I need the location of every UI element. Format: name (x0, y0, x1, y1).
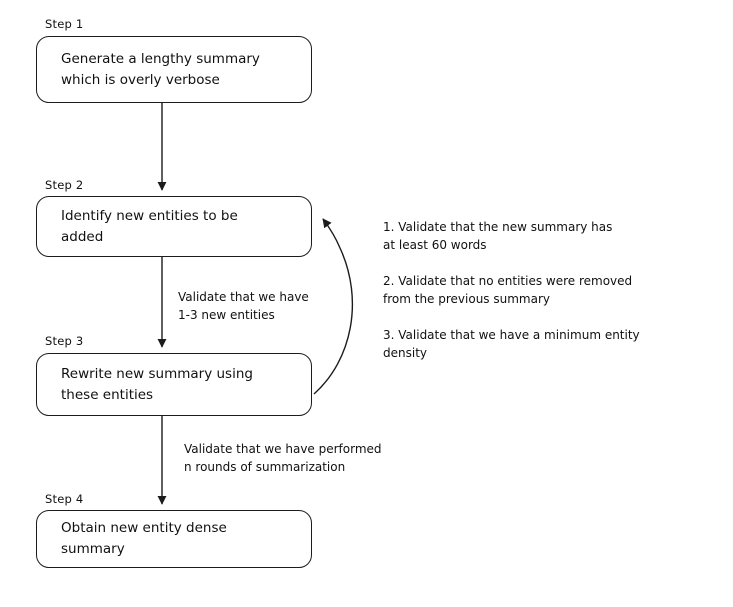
step-label-4: Step 4 (45, 492, 84, 506)
node-step-3[interactable]: Rewrite new summary using these entities (36, 353, 312, 416)
validation-item-2: 2. Validate that no entities were remove… (383, 274, 633, 306)
node-step-1-text: Generate a lengthy summary which is over… (61, 50, 260, 88)
node-step-2[interactable]: Identify new entities to be added (36, 196, 312, 257)
node-step-2-text: Identify new entities to be added (61, 207, 238, 245)
edge-label-step2-step3: Validate that we have 1-3 new entities (178, 290, 309, 322)
validation-item-1: 1. Validate that the new summary has at … (383, 220, 613, 252)
node-step-4[interactable]: Obtain new entity dense summary (36, 510, 312, 568)
step-label-2: Step 2 (45, 178, 84, 192)
node-step-1[interactable]: Generate a lengthy summary which is over… (36, 36, 312, 103)
node-step-3-text: Rewrite new summary using these entities (61, 365, 253, 403)
step-label-1: Step 1 (45, 17, 84, 31)
step-label-3: Step 3 (45, 334, 84, 348)
connector-step3-step2-feedback (313, 218, 354, 395)
validation-notes-list: 1. Validate that the new summary has at … (383, 218, 703, 362)
node-step-4-text: Obtain new entity dense summary (61, 520, 227, 557)
validation-item-3: 3. Validate that we have a minimum entit… (383, 328, 640, 360)
edge-label-step3-step4: Validate that we have performed n rounds… (184, 442, 382, 474)
